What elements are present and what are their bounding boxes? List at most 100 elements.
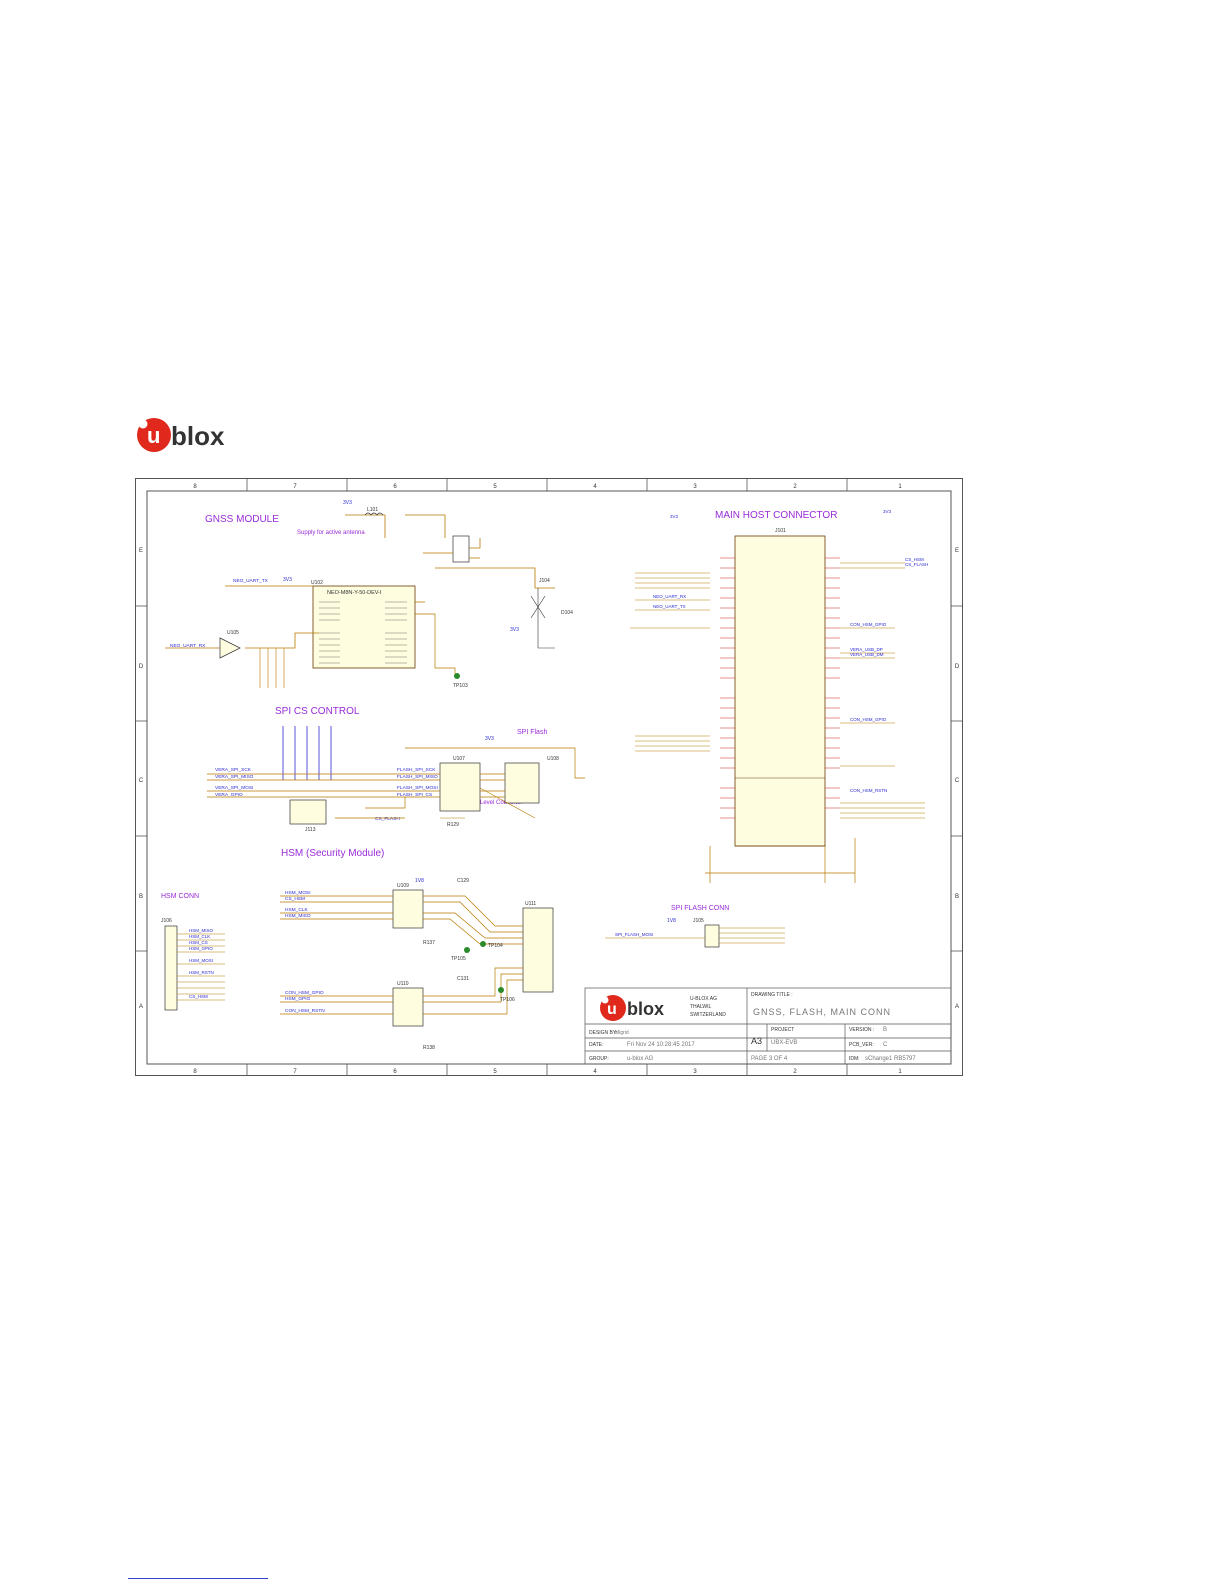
net-vera-gpio: VERA_GPIO	[215, 792, 243, 798]
title-page: PAGE 3 OF 4	[751, 1056, 788, 1062]
u110-ref: U110	[397, 981, 409, 987]
col-label-7-bottom: 7	[293, 1069, 297, 1075]
j113-body	[289, 799, 327, 825]
u105-ref: U105	[227, 630, 239, 636]
u111-ref: U111	[525, 901, 536, 907]
title-size: A3	[751, 1036, 762, 1046]
col-label-5-bottom: 5	[493, 1069, 497, 1075]
l101-ref: L101	[367, 507, 378, 513]
tp105-ref: TP105	[451, 956, 466, 962]
logo-u-letter: u	[147, 423, 160, 448]
u107-body	[439, 762, 481, 812]
title-project-label: PROJECT	[771, 1027, 794, 1033]
title-drawing-label: DRAWING TITLE :	[751, 992, 793, 998]
col-label-2-bottom: 2	[793, 1069, 797, 1075]
j104-ref: J104	[539, 578, 550, 584]
net-3v3-host-b: 3V3	[883, 509, 892, 514]
col-label-8: 8	[193, 484, 197, 490]
col-label-8-bottom: 8	[193, 1069, 197, 1075]
title-logo-text: blox	[627, 999, 664, 1019]
d104-ref: D104	[561, 610, 573, 616]
r137-ref: R137	[423, 940, 435, 946]
section-spi-cs-title: SPI CS CONTROL	[275, 706, 360, 717]
u108-ref: U108	[547, 756, 559, 762]
net-neo-uart-rx: NEO_UART_RX	[170, 643, 206, 649]
title-drawing: GNSS, FLASH, MAIN CONN	[753, 1007, 891, 1017]
title-version-label: VERSION :	[849, 1027, 874, 1033]
net-hsm-rstn: HSM_RSTN	[189, 970, 214, 975]
title-group: u-blox AG	[627, 1056, 654, 1062]
schematic-sheet: 8 7 6 5 4 3 2 1 8 7 6 5 4 3 2 1 E D C B …	[135, 478, 963, 1076]
row-label-a: A	[139, 1004, 143, 1010]
title-pcb-label: PCB_VER:	[849, 1042, 874, 1048]
tp104-ref: TP104	[488, 943, 503, 949]
net-neo-uart-tx: NEO_UART_TX	[233, 578, 269, 584]
net-3v3-host: 3V3	[670, 514, 679, 519]
col-label-3-bottom: 3	[693, 1069, 697, 1075]
j101-ref: J101	[775, 528, 786, 534]
tp103-ref: TP103	[453, 683, 468, 689]
col-label-1: 1	[898, 484, 902, 490]
row-label-c-right: C	[955, 778, 960, 784]
title-logo-u: u	[607, 1001, 617, 1018]
u109-body	[392, 889, 424, 929]
net-flash-spi-mosi: FLASH_SPI_MOSI	[397, 785, 438, 791]
row-label-b: B	[139, 894, 143, 900]
row-label-e: E	[139, 548, 143, 554]
net-flash-spi-cs: FLASH_SPI_CS	[397, 792, 432, 798]
net-1v8-hsm: 1V8	[415, 878, 424, 884]
net-con-hsm-gpio: CON_HSM_GPIO	[285, 990, 324, 996]
title-design: Migrid	[615, 1030, 629, 1036]
j106-ref: J106	[161, 918, 172, 924]
net-3v3-supply: 3V3	[343, 500, 352, 506]
net-cs-hsm-host: CS_HSM	[905, 557, 924, 562]
col-label-4-bottom: 4	[593, 1069, 597, 1075]
net-hsm-clk-in: HSM_CLK	[285, 907, 308, 913]
net-neo-uart-rx-host: NEO_UART_RX	[653, 594, 686, 599]
net-flash-spi-sck: FLASH_SPI_SCK	[397, 767, 436, 773]
col-label-6: 6	[393, 484, 397, 490]
net-neo-uart-tx-host: NEO_UART_TX	[653, 604, 686, 609]
net-flash-spi-miso: FLASH_SPI_MISO	[397, 774, 438, 780]
net-3v3-gnss-b: 3V3	[510, 627, 519, 633]
u110-body	[392, 987, 424, 1027]
row-label-a-right: A	[955, 1004, 959, 1010]
level-converter-label: Level Converter	[480, 800, 522, 806]
u108-body	[504, 762, 540, 804]
j105-body	[704, 924, 720, 948]
net-vera-usb-dm: VERA_USB_DM	[850, 652, 884, 657]
row-label-d: D	[139, 664, 144, 670]
r129-ref: R129	[447, 822, 459, 828]
net-cs-flash-host: CS_FLASH	[905, 562, 928, 567]
title-pcb: C	[883, 1042, 888, 1048]
u104-body	[452, 535, 470, 563]
title-address2: SWITZERLAND	[690, 1012, 726, 1018]
c131-ref: C131	[457, 976, 469, 982]
net-con-hsm-rstn-host: CON_HSM_RSTN	[850, 788, 887, 793]
title-design-label: DESIGN BY:	[589, 1030, 617, 1036]
title-address1: THALWIL	[690, 1004, 712, 1010]
neo-module-body	[312, 585, 416, 669]
section-spi-flash-title: SPI Flash	[517, 729, 547, 736]
net-hsm-miso: HSM_MISO	[189, 928, 214, 933]
antenna-supply-note: Supply for active antenna	[297, 530, 365, 536]
net-cs-hsm: CS_HSM	[285, 896, 305, 902]
c129-ref: C129	[457, 878, 469, 884]
net-con-hsm-gpio-host-b: CON_HSM_GPIO	[850, 717, 887, 722]
j113-ref: J113	[305, 827, 316, 833]
logo-text: blox	[171, 421, 225, 451]
net-vera-spi-mosi: VERA_SPI_MOSI	[215, 785, 253, 791]
net-hsm-gpio: HSM_GPIO	[189, 946, 213, 951]
net-hsm-miso-in: HSM_MISO	[285, 913, 311, 919]
net-vera-usb-dp: VERA_USB_DP	[850, 647, 883, 652]
col-label-2: 2	[793, 484, 797, 490]
net-hsm-cs: HSM_CS	[189, 940, 208, 945]
section-spi-flash-conn-title: SPI FLASH CONN	[671, 905, 729, 912]
row-label-e-right: E	[955, 548, 959, 554]
j101-body	[734, 535, 826, 847]
net-vera-spi-miso: VERA_SPI_MISO	[215, 774, 254, 780]
title-group-label: GROUP:	[589, 1056, 609, 1062]
net-3v3-flash: 3V3	[485, 736, 494, 742]
title-version: B	[883, 1027, 887, 1033]
row-label-c: C	[139, 778, 144, 784]
